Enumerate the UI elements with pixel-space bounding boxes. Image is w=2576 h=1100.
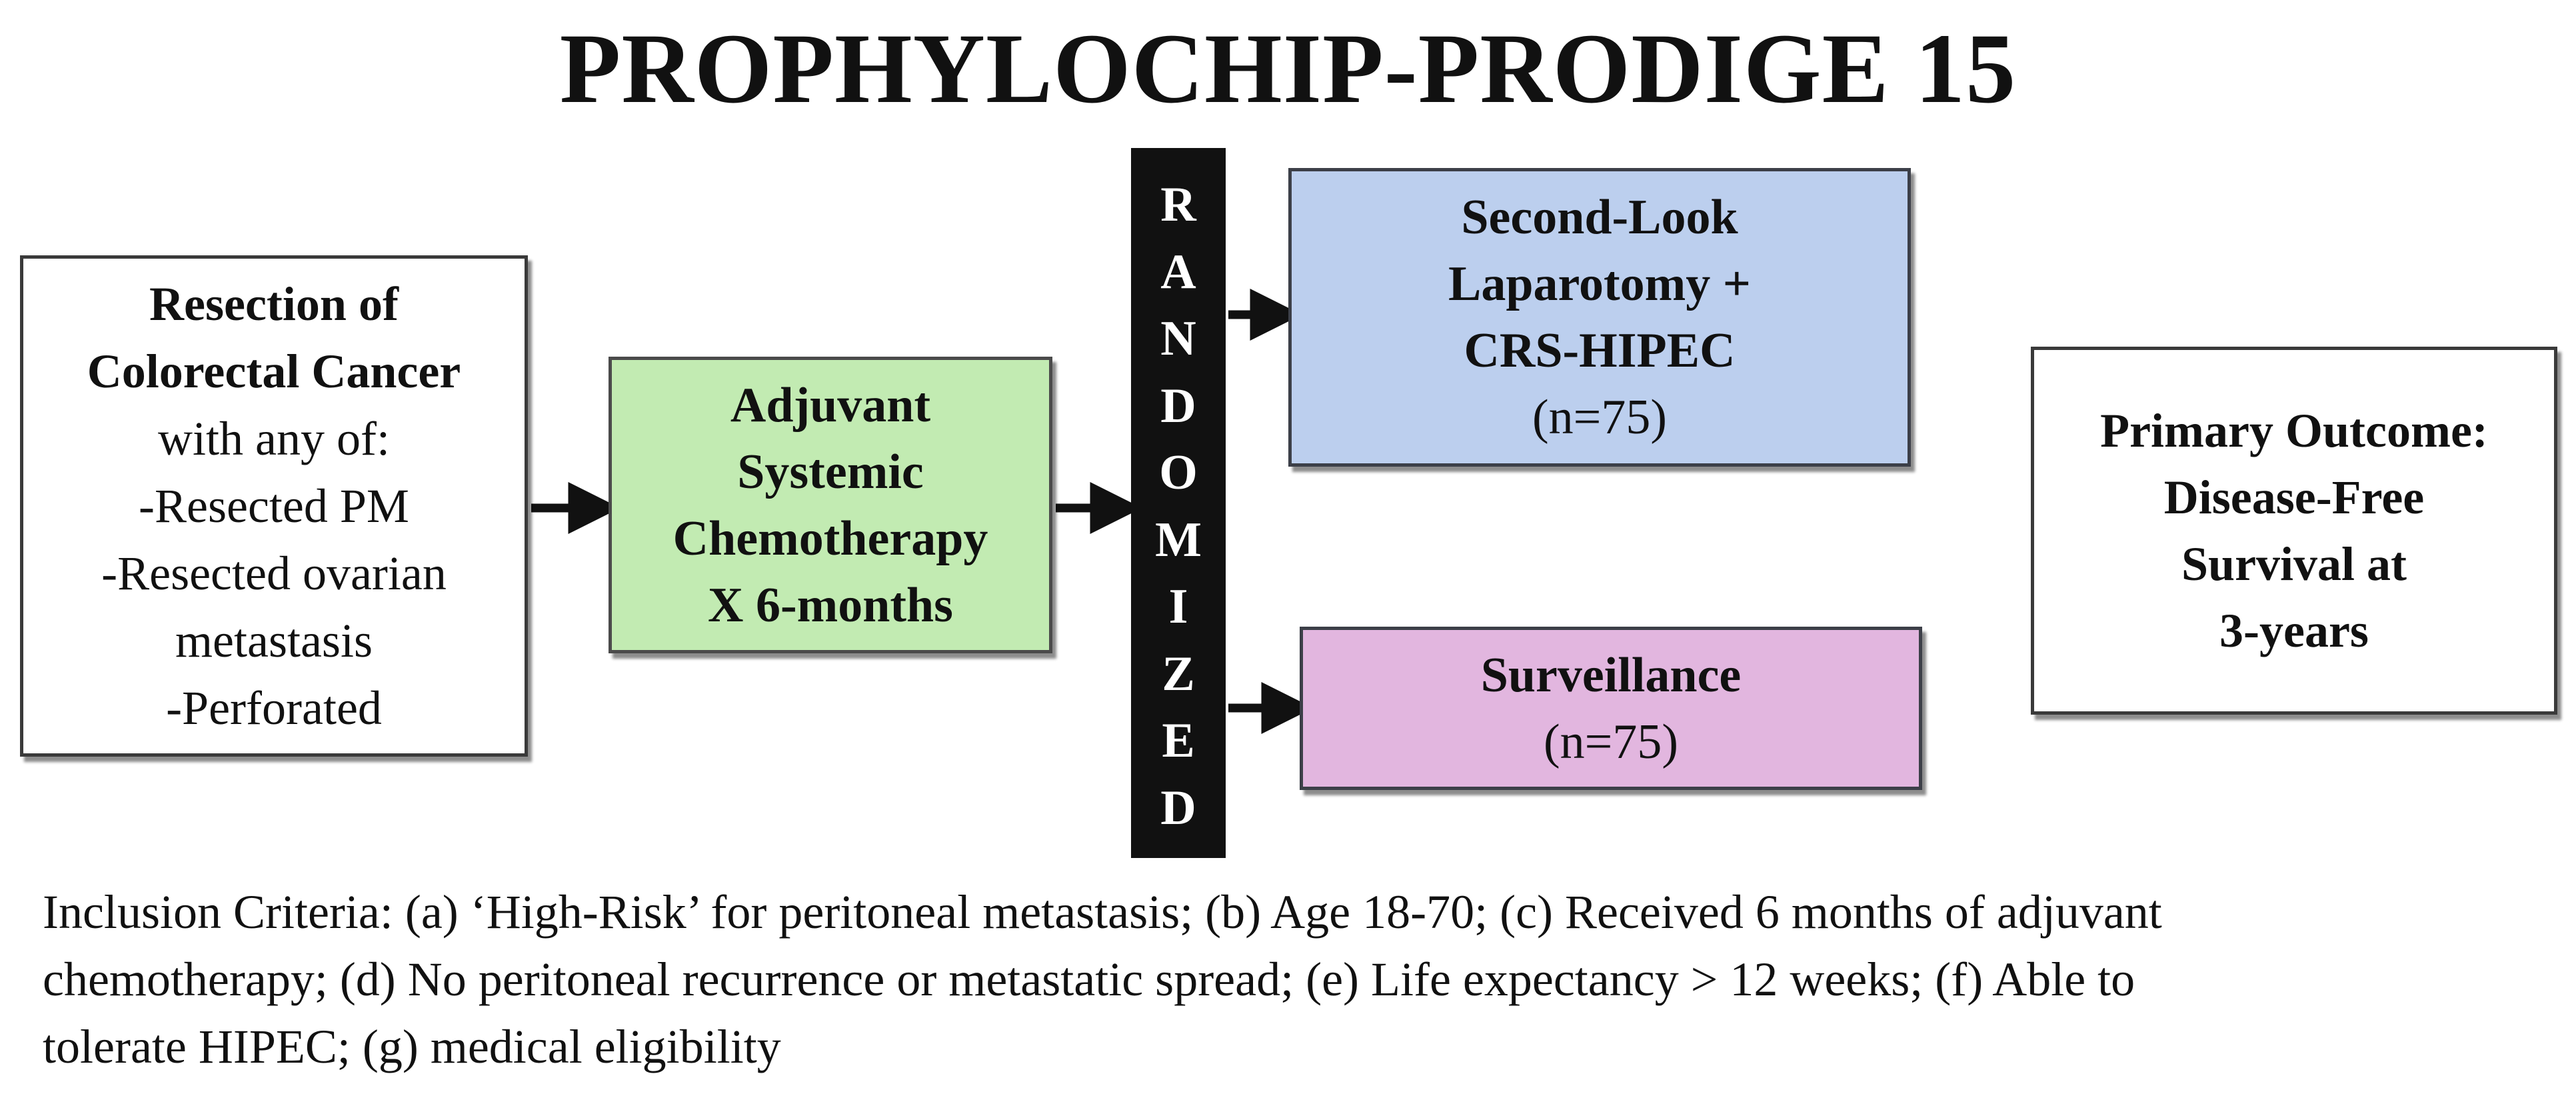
laparotomy-line: CRS-HIPEC: [1464, 323, 1736, 378]
laparotomy-sample-size: (n=75): [1532, 390, 1668, 445]
resection-criteria-line: with any of:: [158, 411, 390, 465]
randomized-letter: R: [1160, 177, 1196, 233]
resection-criteria-line: -Resected ovarian: [101, 546, 447, 600]
resection-criteria-line: -Perforated: [166, 681, 382, 735]
laparotomy-box: Second-Look Laparotomy + CRS-HIPEC (n=75…: [1288, 168, 1911, 467]
outcome-line: Disease-Free: [2163, 471, 2425, 524]
primary-outcome-box: Primary Outcome: Disease-Free Survival a…: [2031, 347, 2557, 715]
criteria-line: chemotherapy; (d) No peritoneal recurren…: [43, 953, 2135, 1006]
resection-heading-line: Resection of: [149, 277, 399, 331]
laparotomy-line: Laparotomy +: [1448, 257, 1751, 311]
randomized-letter: D: [1160, 780, 1196, 835]
surveillance-label: Surveillance: [1480, 647, 1742, 703]
resection-heading-line: Colorectal Cancer: [87, 344, 461, 398]
randomized-letter: O: [1159, 445, 1198, 501]
laparotomy-line: Second-Look: [1461, 190, 1738, 245]
randomized-letter: D: [1160, 378, 1196, 433]
criteria-line: tolerate HIPEC; (g) medical eligibility: [43, 1020, 781, 1073]
outcome-line: Survival at: [2181, 537, 2407, 591]
resection-box: Resection of Colorectal Cancer with any …: [20, 255, 528, 757]
randomized-letter: M: [1155, 512, 1202, 567]
randomized-letter: E: [1162, 713, 1195, 769]
diagram-title: PROPHYLOCHIP-PRODIGE 15: [559, 13, 2017, 124]
randomized-letter: N: [1160, 311, 1196, 367]
criteria-line: Inclusion Criteria: (a) ‘High-Risk’ for …: [43, 885, 2162, 939]
resection-criteria-line: -Resected PM: [139, 479, 409, 533]
chemotherapy-line: Systemic: [737, 444, 924, 499]
inclusion-criteria: Inclusion Criteria: (a) ‘High-Risk’ for …: [43, 879, 2549, 1081]
chemotherapy-box: Adjuvant Systemic Chemotherapy X 6-month…: [609, 357, 1052, 653]
outcome-line: 3-years: [2219, 604, 2369, 657]
randomized-letter: Z: [1162, 646, 1195, 701]
chemotherapy-line: X 6-months: [708, 577, 953, 633]
randomized-letter: A: [1160, 244, 1196, 299]
randomized-letter: I: [1168, 579, 1188, 635]
surveillance-box: Surveillance (n=75): [1300, 627, 1922, 790]
outcome-line: Primary Outcome:: [2100, 404, 2488, 457]
chemotherapy-line: Adjuvant: [730, 377, 931, 433]
randomized-bar: R A N D O M I Z E D: [1131, 148, 1226, 858]
resection-criteria-line: metastasis: [175, 613, 373, 667]
surveillance-sample-size: (n=75): [1543, 714, 1679, 769]
chemotherapy-line: Chemotherapy: [672, 511, 988, 566]
